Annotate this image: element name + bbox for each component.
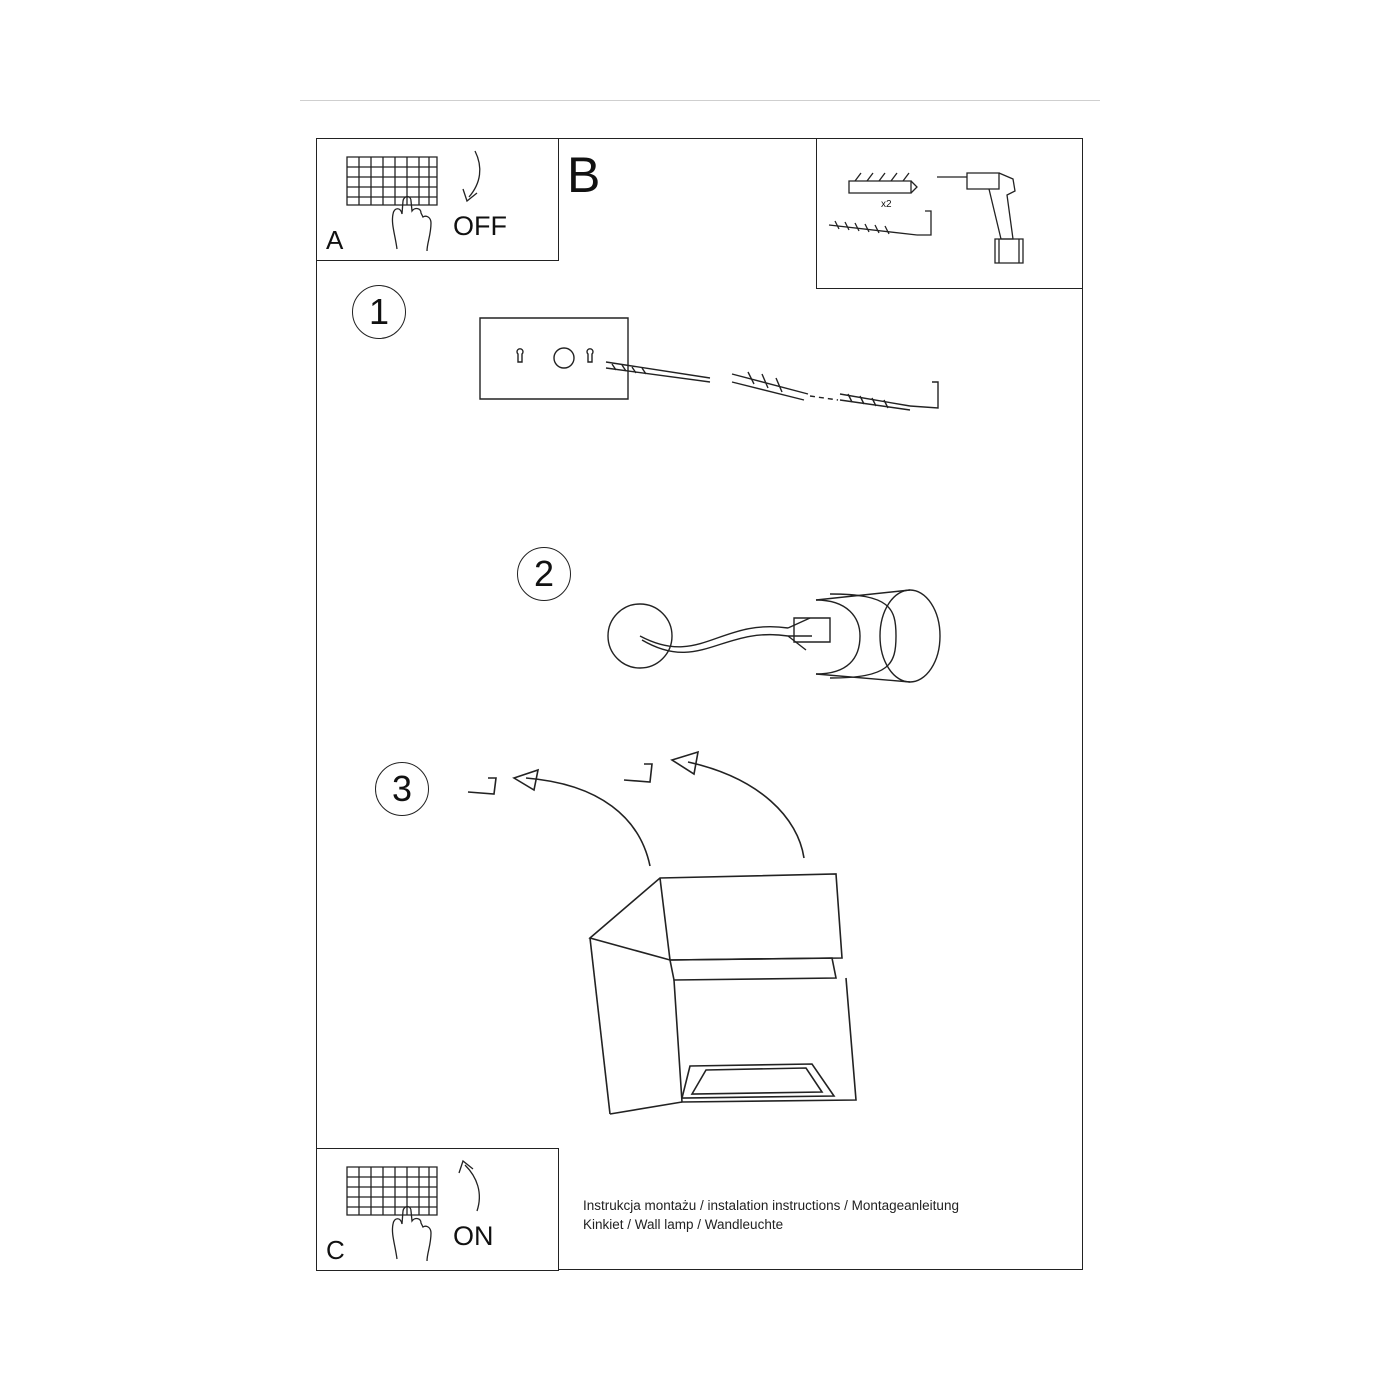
drill-icon [937, 173, 1023, 263]
cable-hole-icon [554, 348, 574, 368]
wall-lamp-icon [590, 874, 856, 1114]
hook-right-icon [624, 764, 652, 782]
mounting-plate [480, 318, 628, 399]
keyhole-right-icon [587, 349, 593, 362]
header-rule [300, 100, 1100, 101]
step-2-number: 2 [517, 547, 571, 601]
panel-c-letter: C [326, 1235, 345, 1265]
lamp-base-icon [816, 600, 860, 674]
quantity-label: x2 [881, 199, 892, 210]
step-2-wiring-diagram [600, 578, 960, 688]
hook-screw-icon [829, 211, 931, 235]
caption-line-2: Kinkiet / Wall lamp / Wandleuchte [583, 1217, 784, 1232]
breaker-switch-on-icon [317, 1149, 560, 1272]
arrow-right-icon [688, 762, 804, 858]
step-1-number: 1 [352, 285, 406, 339]
step-3-number: 3 [375, 762, 429, 816]
instruction-sheet [316, 138, 1083, 1270]
panel-a-letter: A [326, 225, 344, 255]
step-1-wall-mounting-diagram [470, 310, 950, 420]
breaker-switch-off-icon [317, 139, 560, 262]
power-on-label: ON [453, 1221, 494, 1251]
power-off-label: OFF [453, 211, 507, 241]
cable-icon [640, 627, 788, 647]
wall-plug-icon [849, 173, 917, 193]
tools-illustration [817, 139, 1084, 290]
arrow-left-icon [526, 778, 650, 866]
panel-a-power-off: A OFF [316, 138, 559, 261]
drill-bit-icon [606, 362, 710, 382]
plug-icon [732, 374, 808, 400]
junction-box-icon [608, 604, 672, 668]
keyhole-left-icon [517, 349, 523, 362]
hook-left-icon [468, 778, 496, 794]
panel-c-power-on: C ON [316, 1148, 559, 1271]
panel-b-tools: x2 [816, 138, 1083, 289]
step-3-lamp-hanging-diagram [460, 748, 860, 1148]
panel-b-letter: B [567, 147, 601, 203]
caption: Instrukcja montażu / instalation instruc… [583, 1196, 959, 1234]
caption-line-1: Instrukcja montażu / instalation instruc… [583, 1198, 959, 1213]
screw-icon [840, 394, 910, 410]
